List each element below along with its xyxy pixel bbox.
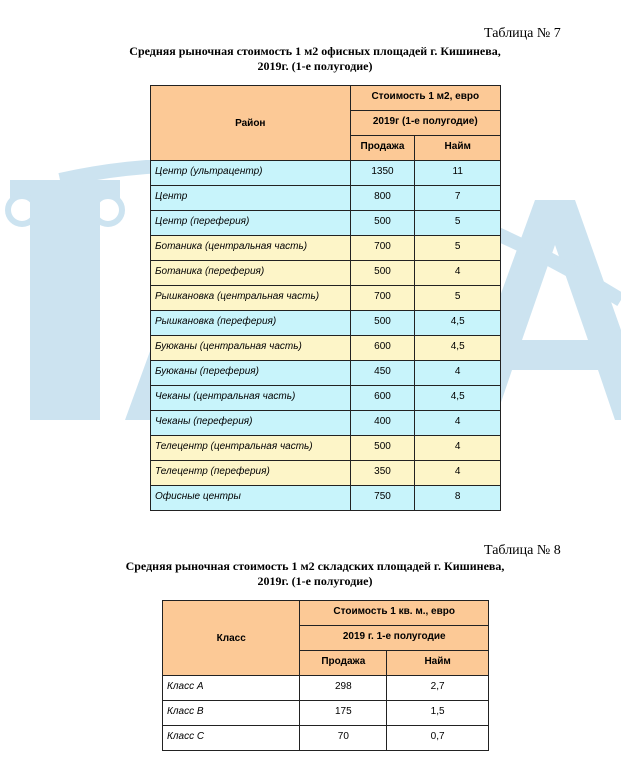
row-rent: 5 bbox=[414, 210, 501, 236]
row-rent: 4 bbox=[414, 360, 501, 386]
row-rent: 4 bbox=[414, 260, 501, 286]
row-name: Буюканы (переферия) bbox=[150, 360, 351, 386]
row-name: Офисные центры bbox=[150, 485, 351, 511]
title-line: 2019г. (1-е полугодие) bbox=[257, 574, 373, 588]
row-sale: 1350 bbox=[349, 160, 416, 186]
row-rent: 4,5 bbox=[414, 335, 501, 361]
row-name: Рышкановка (переферия) bbox=[150, 310, 351, 336]
row-name: Телецентр (центральная часть) bbox=[150, 435, 351, 461]
row-sale: 750 bbox=[349, 485, 416, 511]
row-name: Центр (ультрацентр) bbox=[150, 160, 351, 186]
row-rent: 11 bbox=[414, 160, 501, 186]
row-name: Ботаника (центральная часть) bbox=[150, 235, 351, 261]
row-sale: 298 bbox=[299, 675, 388, 701]
header-sale: Продажа bbox=[349, 135, 416, 161]
row-rent: 7 bbox=[414, 185, 501, 211]
row-sale: 800 bbox=[349, 185, 416, 211]
row-rent: 5 bbox=[414, 285, 501, 311]
row-rent: 4,5 bbox=[414, 385, 501, 411]
header-period: 2019 г. 1-е полугодие bbox=[299, 625, 489, 651]
title-line: Средняя рыночная стоимость 1 м2 офисных … bbox=[129, 44, 501, 58]
title-line: 2019г. (1-е полугодие) bbox=[257, 59, 373, 73]
row-rent: 4 bbox=[414, 460, 501, 486]
row-name: Телецентр (переферия) bbox=[150, 460, 351, 486]
header-rent: Найм bbox=[414, 135, 501, 161]
row-rent: 0,7 bbox=[386, 725, 489, 751]
header-class: Класс bbox=[161, 600, 301, 676]
row-sale: 400 bbox=[349, 410, 416, 436]
row-name: Класс С bbox=[161, 725, 301, 751]
row-sale: 500 bbox=[349, 260, 416, 286]
table8-title: Средняя рыночная стоимость 1 м2 складски… bbox=[40, 559, 590, 589]
row-name: Рышкановка (центральная часть) bbox=[150, 285, 351, 311]
header-rent: Найм bbox=[386, 650, 489, 676]
row-sale: 500 bbox=[349, 310, 416, 336]
row-sale: 600 bbox=[349, 385, 416, 411]
row-sale: 450 bbox=[349, 360, 416, 386]
row-sale: 350 bbox=[349, 460, 416, 486]
row-name: Класс А bbox=[161, 675, 301, 701]
row-name: Класс В bbox=[161, 700, 301, 726]
table7: Район Стоимость 1 м2, евро 2019г (1-е по… bbox=[150, 85, 502, 511]
row-name: Центр (переферия) bbox=[150, 210, 351, 236]
row-sale: 175 bbox=[299, 700, 388, 726]
row-rent: 4,5 bbox=[414, 310, 501, 336]
table8: Класс Стоимость 1 кв. м., евро 2019 г. 1… bbox=[161, 600, 489, 751]
row-rent: 4 bbox=[414, 410, 501, 436]
row-name: Ботаника (переферия) bbox=[150, 260, 351, 286]
row-sale: 500 bbox=[349, 435, 416, 461]
row-sale: 500 bbox=[349, 210, 416, 236]
row-sale: 600 bbox=[349, 335, 416, 361]
row-rent: 5 bbox=[414, 235, 501, 261]
header-cost: Стоимость 1 кв. м., евро bbox=[299, 600, 489, 626]
row-name: Чеканы (центральная часть) bbox=[150, 385, 351, 411]
row-sale: 70 bbox=[299, 725, 388, 751]
row-name: Буюканы (центральная часть) bbox=[150, 335, 351, 361]
header-district: Район bbox=[150, 85, 351, 161]
row-rent: 1,5 bbox=[386, 700, 489, 726]
row-rent: 2,7 bbox=[386, 675, 489, 701]
row-rent: 8 bbox=[414, 485, 501, 511]
row-rent: 4 bbox=[414, 435, 501, 461]
header-sale: Продажа bbox=[299, 650, 388, 676]
header-cost: Стоимость 1 м2, евро bbox=[349, 85, 502, 111]
row-name: Центр bbox=[150, 185, 351, 211]
row-name: Чеканы (переферия) bbox=[150, 410, 351, 436]
table7-caption: Таблица № 7 bbox=[484, 26, 561, 41]
table7-title: Средняя рыночная стоимость 1 м2 офисных … bbox=[40, 44, 590, 74]
title-line: Средняя рыночная стоимость 1 м2 складски… bbox=[125, 559, 505, 573]
table8-caption: Таблица № 8 bbox=[484, 543, 561, 558]
header-period: 2019г (1-е полугодие) bbox=[349, 110, 502, 136]
row-sale: 700 bbox=[349, 285, 416, 311]
row-sale: 700 bbox=[349, 235, 416, 261]
